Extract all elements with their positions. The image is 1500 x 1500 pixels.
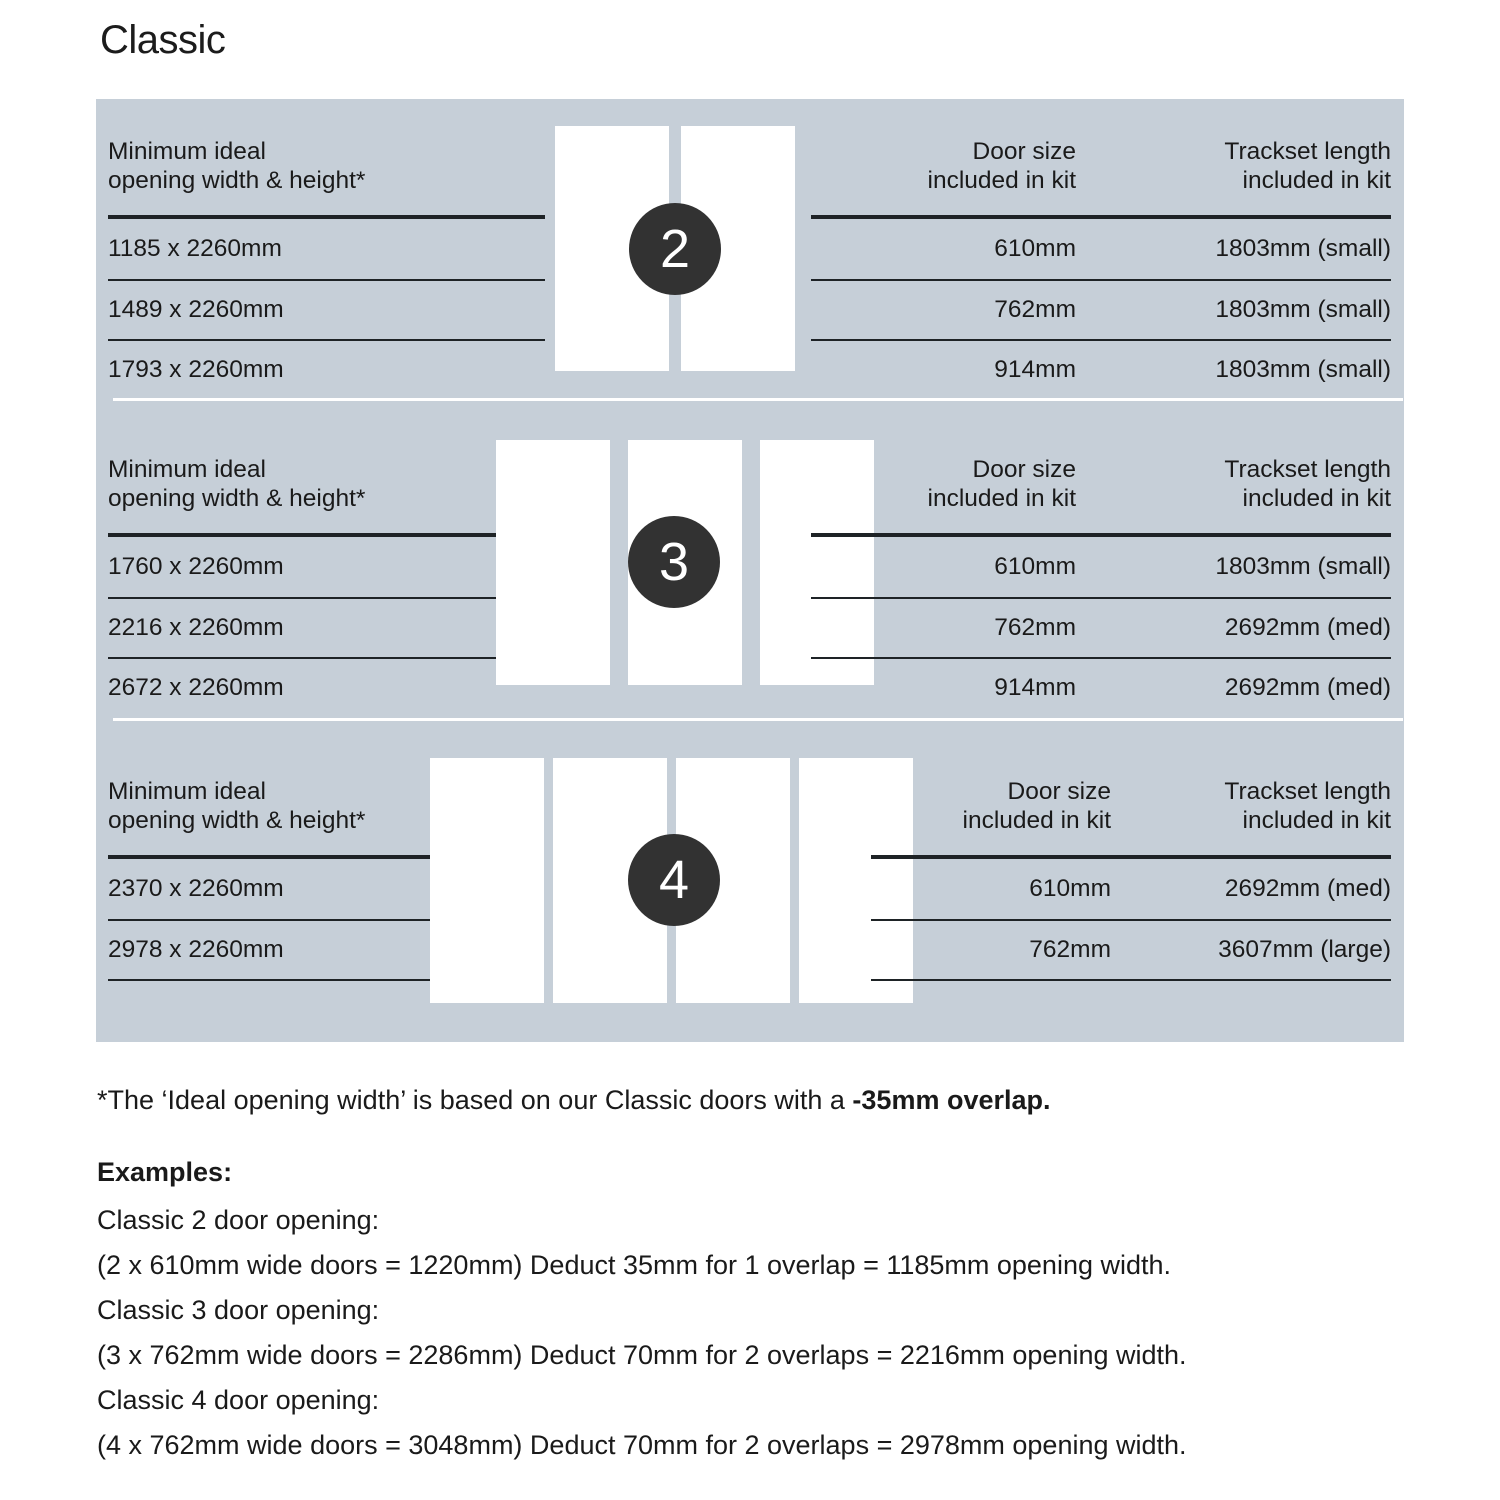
example-line: (3 x 762mm wide doors = 2286mm) Deduct 7…: [97, 1340, 1187, 1370]
door-size-value: 610mm: [1029, 875, 1111, 902]
trackset-value: 3607mm (large): [1218, 936, 1391, 963]
door-panel: [760, 440, 874, 685]
door-size-column-header: Door size included in kit: [927, 138, 1076, 194]
example-line: Classic 4 door opening:: [97, 1385, 380, 1415]
column-header-rule: [811, 533, 1391, 537]
trackset-value: 1803mm (small): [1215, 553, 1391, 580]
opening-value: 1793 x 2260mm: [108, 356, 284, 383]
row-rule: [811, 597, 1391, 599]
opening-value: 1760 x 2260mm: [108, 553, 284, 580]
trackset-column-header: Trackset length included in kit: [1224, 778, 1391, 834]
door-size-value: 610mm: [994, 553, 1076, 580]
opening-column-2-door: Minimum ideal opening width & height* 11…: [108, 137, 545, 383]
opening-column-header: Minimum ideal opening width & height*: [108, 138, 366, 194]
door-panel: [496, 440, 610, 685]
row-rule: [108, 279, 545, 281]
trackset-value: 2692mm (med): [1224, 875, 1391, 902]
row-rule: [811, 279, 1391, 281]
opening-value: 2216 x 2260mm: [108, 614, 284, 641]
door-size-value: 914mm: [994, 356, 1076, 383]
door-panel: [799, 758, 913, 1003]
row-rule: [871, 919, 1391, 921]
trackset-value: 2692mm (med): [1224, 614, 1391, 641]
door-count-badge: 3: [628, 516, 720, 608]
door-diagram-4: [430, 758, 913, 1003]
opening-column-header: Minimum ideal opening width & height*: [108, 778, 366, 834]
overlap-footnote: *The ‘Ideal opening width’ is based on o…: [97, 1085, 1051, 1116]
spec-panel: Minimum ideal opening width & height* 11…: [96, 99, 1404, 1042]
door-count-badge: 2: [629, 203, 721, 295]
trackset-value: 2692mm (med): [1224, 674, 1391, 701]
opening-value: 1185 x 2260mm: [108, 235, 282, 262]
row-rule: [108, 597, 545, 599]
door-section-4-door: Minimum ideal opening width & height* 23…: [96, 740, 1404, 1042]
opening-column-4-door: Minimum ideal opening width & height* 23…: [108, 777, 545, 981]
column-header-rule: [811, 215, 1391, 219]
example-line: (2 x 610mm wide doors = 1220mm) Deduct 3…: [97, 1250, 1172, 1280]
opening-value: 1489 x 2260mm: [108, 296, 284, 323]
opening-column-3-door: Minimum ideal opening width & height* 17…: [108, 455, 545, 701]
row-rule: [811, 657, 1391, 659]
door-panel: [430, 758, 544, 1003]
column-header-rule: [108, 855, 435, 859]
opening-column-header: Minimum ideal opening width & height*: [108, 456, 366, 512]
row-rule: [108, 919, 435, 921]
door-size-value: 914mm: [994, 674, 1076, 701]
trackset-column-header: Trackset length included in kit: [1224, 456, 1391, 512]
kit-columns-2-door: Door size included in kit Trackset lengt…: [811, 137, 1391, 383]
example-line: (4 x 762mm wide doors = 3048mm) Deduct 7…: [97, 1430, 1187, 1460]
opening-value: 2672 x 2260mm: [108, 674, 284, 701]
column-header-rule: [108, 215, 545, 219]
trackset-value: 1803mm (small): [1215, 356, 1391, 383]
row-rule: [108, 339, 545, 341]
door-section-3-door: Minimum ideal opening width & height* 17…: [96, 419, 1404, 719]
opening-value: 2370 x 2260mm: [108, 875, 284, 902]
door-size-column-header: Door size included in kit: [962, 778, 1111, 834]
kit-columns-3-door: Door size included in kit Trackset lengt…: [811, 455, 1391, 701]
opening-value: 2978 x 2260mm: [108, 936, 284, 963]
door-size-column-header: Door size included in kit: [927, 456, 1076, 512]
door-section-2-door: Minimum ideal opening width & height* 11…: [96, 99, 1404, 398]
section-divider: [113, 718, 1403, 721]
examples-heading: Examples:: [97, 1157, 233, 1187]
row-rule: [108, 657, 545, 659]
door-size-value: 762mm: [1029, 936, 1111, 963]
trackset-column-header: Trackset length included in kit: [1224, 138, 1391, 194]
trackset-value: 1803mm (small): [1215, 296, 1391, 323]
footnote-text: *The ‘Ideal opening width’ is based on o…: [97, 1085, 853, 1115]
kit-columns-4-door: Door size included in kit Trackset lengt…: [871, 777, 1391, 981]
door-size-value: 762mm: [994, 614, 1076, 641]
page-title: Classic: [100, 18, 226, 62]
column-header-rule: [108, 533, 545, 537]
row-rule: [811, 339, 1391, 341]
section-divider: [113, 398, 1403, 401]
footnote-emphasis: -35mm overlap.: [852, 1085, 1051, 1115]
row-rule: [108, 979, 435, 981]
door-diagram-3: [496, 440, 874, 685]
trackset-value: 1803mm (small): [1215, 235, 1391, 262]
column-header-rule: [871, 855, 1391, 859]
row-rule: [871, 979, 1391, 981]
door-size-value: 610mm: [994, 235, 1076, 262]
door-size-value: 762mm: [994, 296, 1076, 323]
example-line: Classic 3 door opening:: [97, 1295, 380, 1325]
door-count-badge: 4: [628, 834, 720, 926]
example-line: Classic 2 door opening:: [97, 1205, 380, 1235]
